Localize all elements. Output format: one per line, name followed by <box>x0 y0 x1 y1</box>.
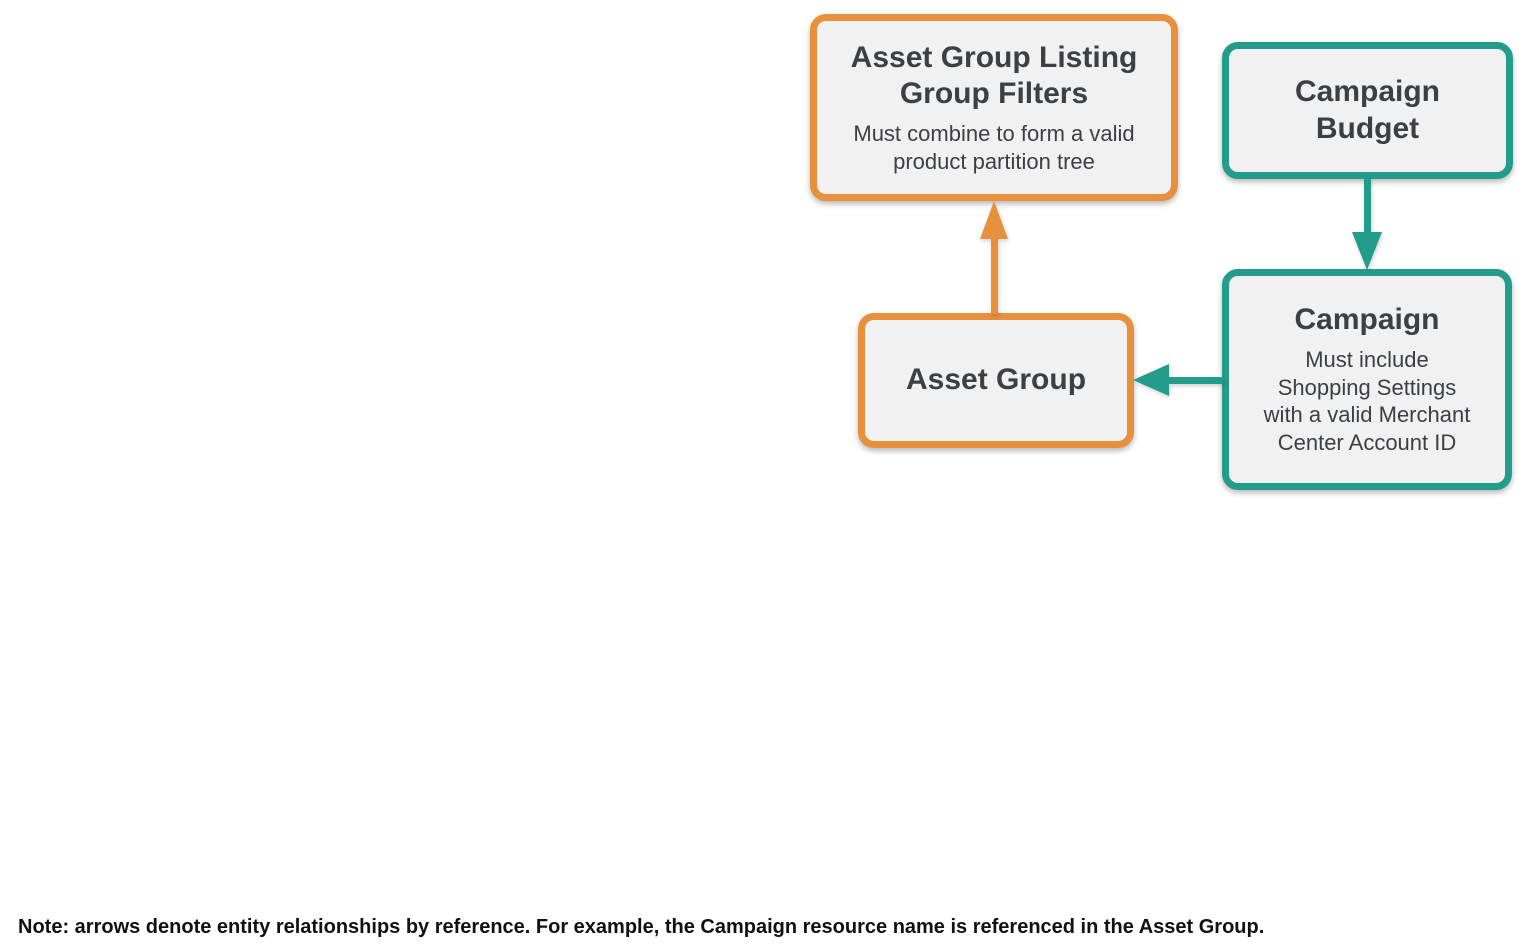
node-title: Campaign <box>1294 303 1440 337</box>
footnote: Note: arrows denote entity relationships… <box>18 916 1265 938</box>
arrowhead-up-icon <box>980 201 1008 239</box>
node-campaign: Campaign Must include Shopping Settings … <box>1222 269 1512 490</box>
node-asset-group-listing-group-filters: Asset Group Listing Group Filters Must c… <box>810 14 1178 201</box>
node-title: Asset Group Listing Group Filters <box>850 40 1138 111</box>
arrow-line <box>990 235 998 314</box>
node-campaign-budget: Campaign Budget <box>1222 42 1513 179</box>
node-title: Campaign Budget <box>1294 74 1441 145</box>
arrow-campaign-to-asset-group <box>1133 362 1223 398</box>
arrowhead-left-icon <box>1133 364 1169 396</box>
node-asset-group: Asset Group <box>858 313 1134 448</box>
arrow-asset-group-to-listing-filters <box>966 201 1022 314</box>
node-subtitle: Must combine to form a valid product par… <box>853 120 1135 174</box>
arrow-line <box>1165 376 1223 384</box>
arrow-campaign-budget-to-campaign <box>1339 179 1395 270</box>
node-subtitle: Must include Shopping Settings with a va… <box>1263 346 1471 456</box>
arrowhead-down-icon <box>1352 232 1382 270</box>
node-title: Asset Group <box>905 363 1087 397</box>
arrow-line <box>1363 179 1371 236</box>
